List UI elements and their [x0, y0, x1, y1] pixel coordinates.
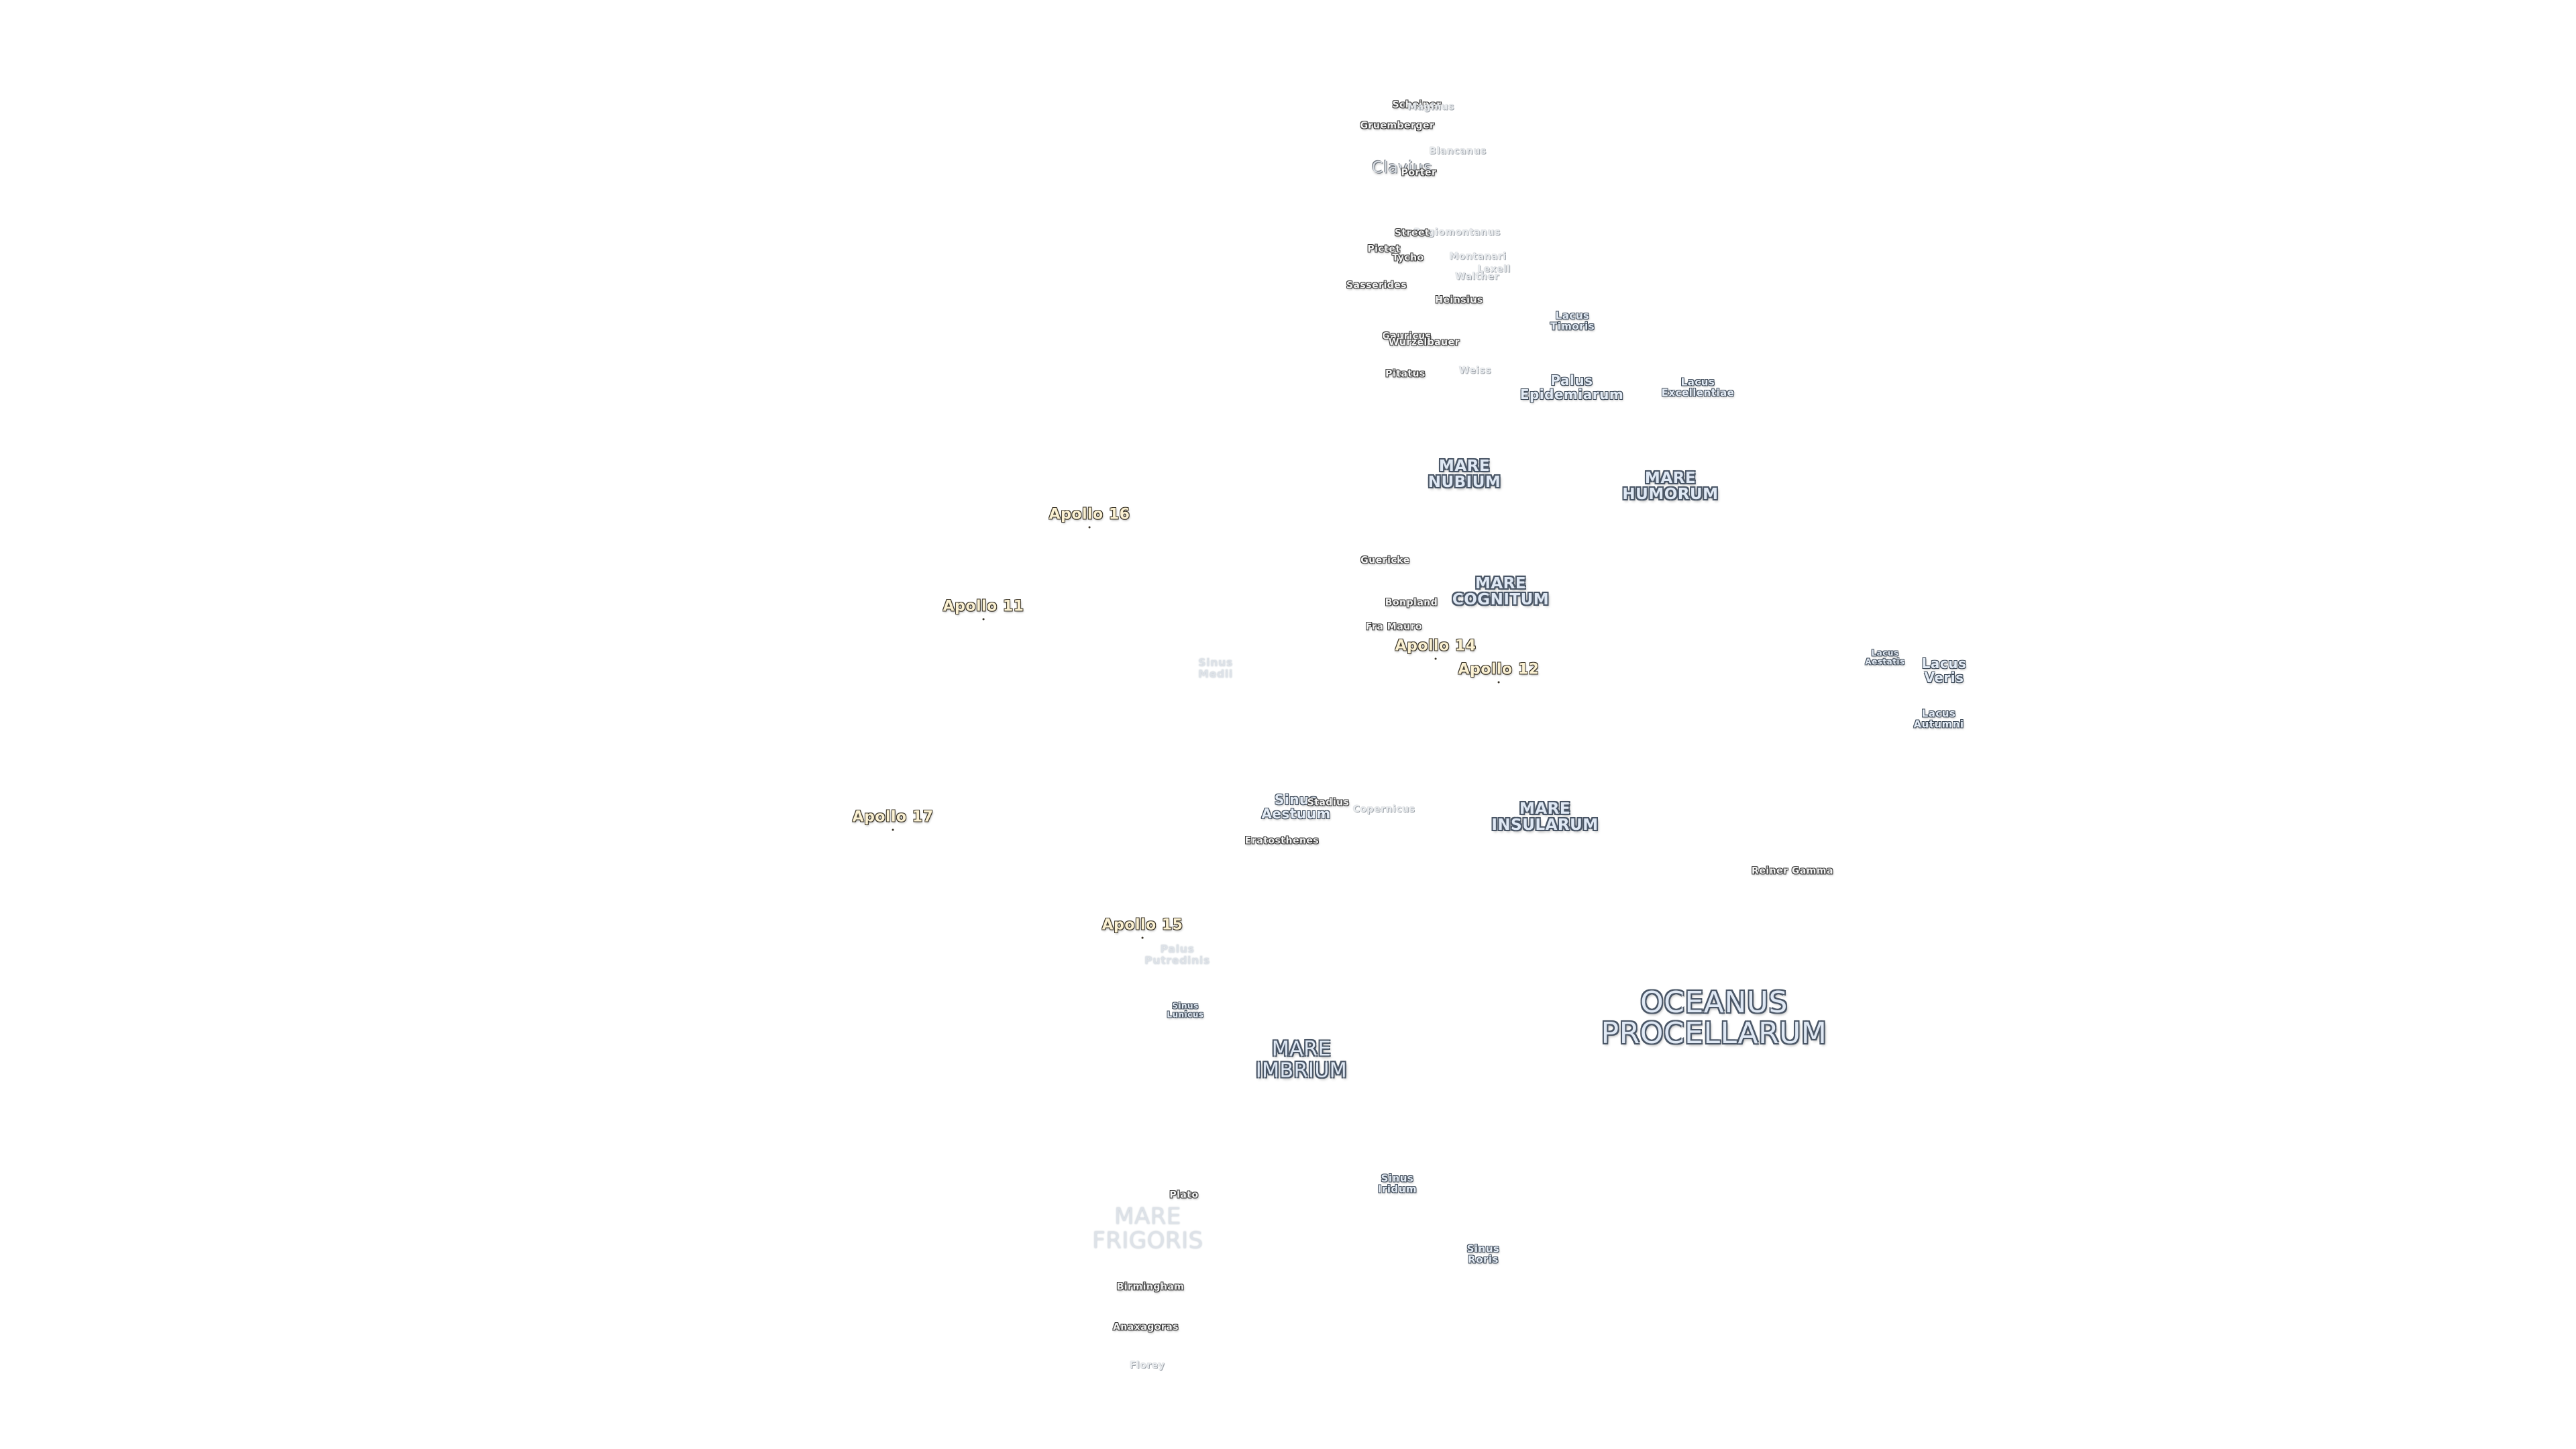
- label-palus-epidemiarum[interactable]: Palus Epidemiarum: [1519, 372, 1624, 402]
- label-scheiner[interactable]: Scheiner: [1392, 99, 1442, 111]
- label-birmingham[interactable]: Birmingham: [1116, 1281, 1185, 1293]
- label-gauricus[interactable]: Gauricus: [1382, 331, 1432, 342]
- label-gruemberger[interactable]: Gruemberger: [1360, 120, 1435, 131]
- label-walther[interactable]: Walther: [1455, 271, 1499, 282]
- label-apollo-12[interactable]: Apollo 12: [1458, 661, 1540, 684]
- label-sinus-aestuum[interactable]: Sinus Aestuum: [1261, 792, 1331, 822]
- label-pictet[interactable]: Pictet: [1367, 244, 1401, 255]
- label-tycho[interactable]: Tycho: [1392, 252, 1424, 264]
- label-guericke[interactable]: Guericke: [1360, 555, 1410, 566]
- label-lacus-excellentiae[interactable]: Lacus Excellentiae: [1661, 376, 1735, 398]
- label-lacus-veris[interactable]: Lacus Veris: [1921, 655, 1967, 686]
- label-lacus-timoris[interactable]: Lacus Timoris: [1550, 309, 1595, 332]
- label-street[interactable]: Street: [1394, 227, 1430, 239]
- label-mare-insularum[interactable]: MARE INSULARUM: [1491, 800, 1599, 834]
- label-sinus-iridum[interactable]: Sinus Iridum: [1377, 1172, 1417, 1195]
- label-palus-putredinis[interactable]: Palus Putredinis: [1144, 943, 1210, 967]
- label-fra-mauro[interactable]: Fra Mauro: [1365, 621, 1423, 633]
- label-mare-humorum[interactable]: MARE HUMORUM: [1622, 469, 1719, 503]
- label-lexell[interactable]: Lexell: [1477, 264, 1511, 275]
- label-florey[interactable]: Florey: [1129, 1360, 1165, 1371]
- label-sasserides[interactable]: Sasserides: [1346, 280, 1407, 291]
- label-sinus-medii[interactable]: Sinus Medii: [1198, 656, 1233, 680]
- label-lacus-autumni[interactable]: Lacus Autumni: [1913, 707, 1964, 730]
- label-sinus-lunicus[interactable]: Sinus Lunicus: [1167, 1001, 1204, 1019]
- label-apollo-16[interactable]: Apollo 16: [1049, 506, 1130, 529]
- label-wurzelbauer[interactable]: Wurzelbauer: [1388, 337, 1460, 348]
- label-oceanus-procellarum[interactable]: OCEANUS PROCELLARUM: [1601, 985, 1827, 1051]
- label-heinsius[interactable]: Heinsius: [1435, 294, 1483, 306]
- label-regiomontanus[interactable]: Regiomontanus: [1413, 227, 1501, 238]
- label-bonpland[interactable]: Bonpland: [1385, 597, 1438, 608]
- label-lacus-aestatis[interactable]: Lacus Aestatis: [1865, 648, 1905, 666]
- label-maginus[interactable]: Maginus: [1407, 101, 1454, 113]
- label-stadius[interactable]: Stadius: [1307, 797, 1350, 808]
- label-eratosthenes[interactable]: Eratosthenes: [1244, 835, 1320, 847]
- label-sinus-roris[interactable]: Sinus Roris: [1466, 1242, 1500, 1265]
- label-apollo-14[interactable]: Apollo 14: [1395, 637, 1477, 660]
- label-montanari[interactable]: Montanari: [1449, 251, 1507, 262]
- label-apollo-17[interactable]: Apollo 17: [852, 808, 934, 831]
- label-pitatus[interactable]: Pitatus: [1385, 368, 1426, 380]
- label-apollo-15[interactable]: Apollo 15: [1102, 916, 1183, 939]
- label-anaxagoras[interactable]: Anaxagoras: [1112, 1322, 1179, 1333]
- label-porter[interactable]: Porter: [1401, 167, 1437, 178]
- label-plato[interactable]: Plato: [1169, 1189, 1199, 1201]
- label-weiss[interactable]: Weiss: [1458, 365, 1492, 376]
- label-copernicus[interactable]: Copernicus: [1352, 804, 1415, 815]
- label-mare-frigoris[interactable]: MARE FRIGORIS: [1092, 1203, 1203, 1254]
- label-blancanus[interactable]: Blancanus: [1429, 146, 1487, 157]
- label-mare-imbrium[interactable]: MARE IMBRIUM: [1255, 1037, 1348, 1082]
- label-reiner-gamma[interactable]: Reiner Gamma: [1752, 865, 1833, 877]
- label-clavius[interactable]: Clavius: [1371, 158, 1433, 177]
- label-apollo-11[interactable]: Apollo 11: [943, 598, 1024, 621]
- label-mare-nubium[interactable]: MARE NUBIUM: [1428, 457, 1501, 491]
- label-mare-cognitum[interactable]: MARE COGNITUM: [1452, 574, 1550, 608]
